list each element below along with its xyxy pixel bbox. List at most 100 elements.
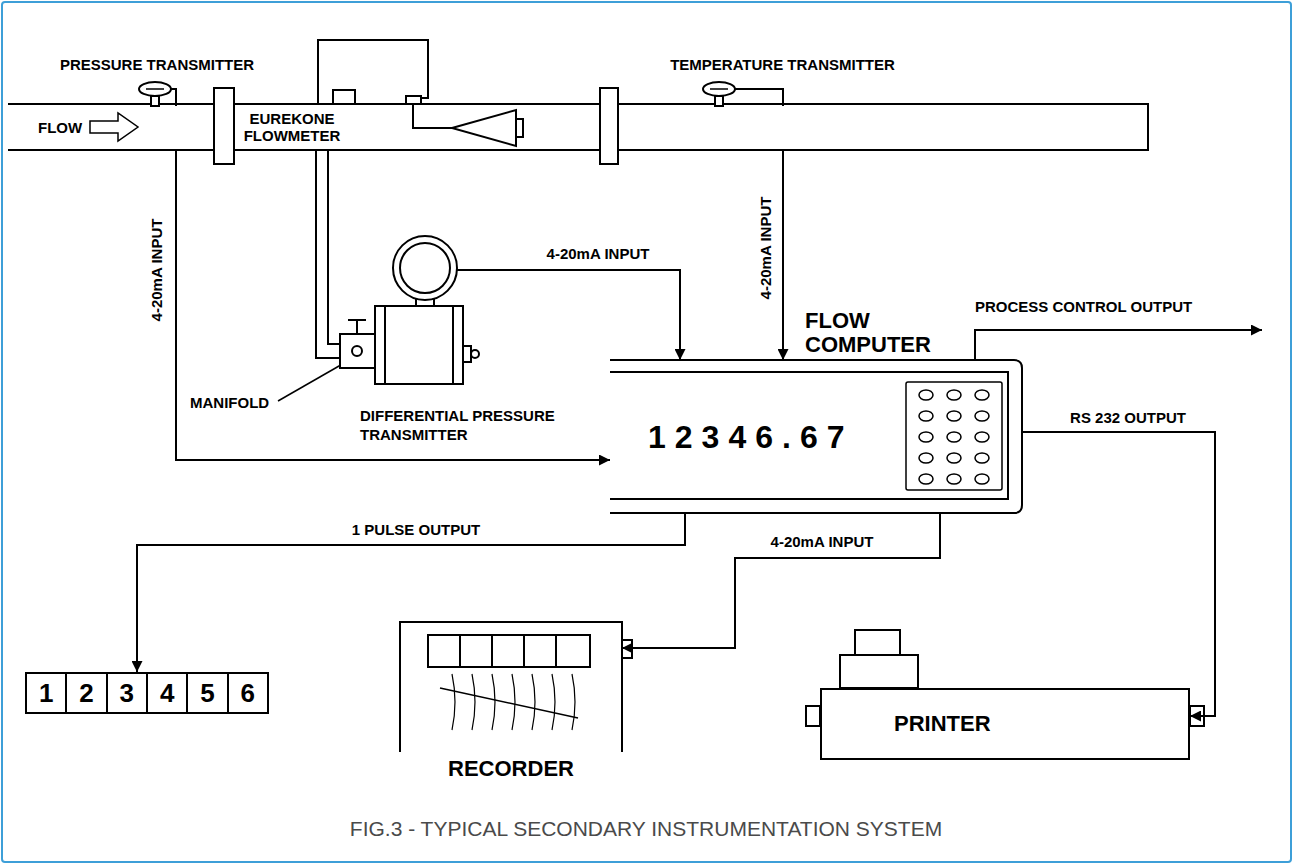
pipe-wall [8,104,1148,150]
chart-recorder: RECORDER [400,622,622,752]
counter-digit: 3 [108,674,148,712]
signal-label: RS 232 OUTPUT [1068,409,1188,427]
transmitter-body [375,306,463,384]
signal-stub [735,89,783,106]
pipe-flange [214,88,234,164]
recorder-housing [400,622,622,752]
signal-line [1022,432,1215,716]
manifold-valve [348,320,366,334]
keypad-key [947,474,961,484]
keypad-key [947,453,961,463]
transmitter-dial [703,82,735,96]
keypad-key [975,432,989,442]
chart-gridline [492,674,495,730]
signal-line [480,270,680,360]
pipe-flange [600,88,618,164]
cone-support [516,119,523,137]
manifold-block [340,334,375,368]
counter-digit: 5 [188,674,228,712]
display-divider [460,635,556,667]
keypad-key [919,474,933,484]
vent-plug [463,346,471,362]
signal-stub [171,89,176,106]
counter-digit: 4 [148,674,188,712]
signal-label: 4-20mA INPUT [769,533,876,551]
node-outline [700,80,785,106]
vent-bolt [471,350,479,358]
transmitter-stem [715,96,723,106]
signal-line [176,106,610,460]
printer-socket [806,706,820,726]
dp-transmitter: DIFFERENTIAL PRESSURE TRANSMITTER [338,234,480,390]
dial-mark [710,88,728,90]
figure-caption: FIG.3 - TYPICAL SECONDARY INSTRUMENTATIO… [350,817,942,841]
leader-line [278,362,346,401]
keypad-key [947,432,961,442]
printer-socket [1190,706,1204,726]
printer: PRINTER [820,688,1190,760]
flow-label: FLOW [38,119,82,136]
pressure-transmitter: PRESSURE TRANSMITTER [136,80,178,106]
transmitter-label: DIFFERENTIAL PRESSURE TRANSMITTER [360,406,600,444]
pipe-fill [8,104,1148,150]
device-title: PRINTER [894,711,991,737]
chart-gridline [452,674,455,730]
display-readout: 12346.67 [648,419,853,455]
keypad-key [919,411,933,421]
input-socket [622,640,632,658]
keypad-key [975,411,989,421]
flow-arrow [90,113,138,141]
chart-gridline [472,674,475,730]
output-label: PROCESS CONTROL OUTPUT [975,298,1192,315]
part-label: MANIFOLD [190,394,269,411]
recorder-display [428,635,590,667]
signal-line [137,513,685,672]
keypad-key [919,390,933,400]
printer-top [855,630,900,655]
node-outline [136,80,178,106]
printer-top [840,655,918,688]
body-flange [385,306,453,384]
valve-port [352,346,362,356]
chart-gridline [572,674,575,730]
chart-gridline [552,674,555,730]
counter-digit: 2 [67,674,107,712]
computer-panel [610,372,1008,499]
signal-line [622,513,940,648]
chart-gridline [512,674,515,730]
keypad-key [975,474,989,484]
computer-housing [610,360,1022,513]
chart-gridline [532,674,535,730]
keypad-key [975,390,989,400]
keypad-key [975,453,989,463]
counter-digit: 6 [229,674,267,712]
tap-fitting [406,96,421,104]
process-output-line [975,330,1262,360]
impulse-tube [318,40,452,128]
signal-label: 1 PULSE OUTPUT [350,521,482,539]
flow-computer: FLOW COMPUTER12346.67 [610,360,1022,513]
meter-label: EUREKONE FLOWMETER [240,110,344,144]
pulse-counter: 123456 [25,672,269,714]
keypad-key [947,390,961,400]
signal-label: 4-20mA INPUT [545,245,652,263]
chart-trace [440,688,578,718]
counter-digit: 1 [27,674,67,712]
transmitter-head-inner [400,243,450,293]
transmitter-stem [151,96,159,106]
dial-mark [146,88,164,90]
keypad-key [947,411,961,421]
transmitter-dial [139,82,171,96]
node-outline [400,622,622,752]
signal-stub [457,269,480,271]
device-title: FLOW COMPUTER [805,309,955,357]
signal-label: 4-20mA INPUT [757,195,775,302]
cone-element [452,110,516,146]
transmitter-label: PRESSURE TRANSMITTER [60,56,254,74]
keypad-key [919,432,933,442]
keypad [906,382,1002,490]
impulse-tube [316,150,340,358]
